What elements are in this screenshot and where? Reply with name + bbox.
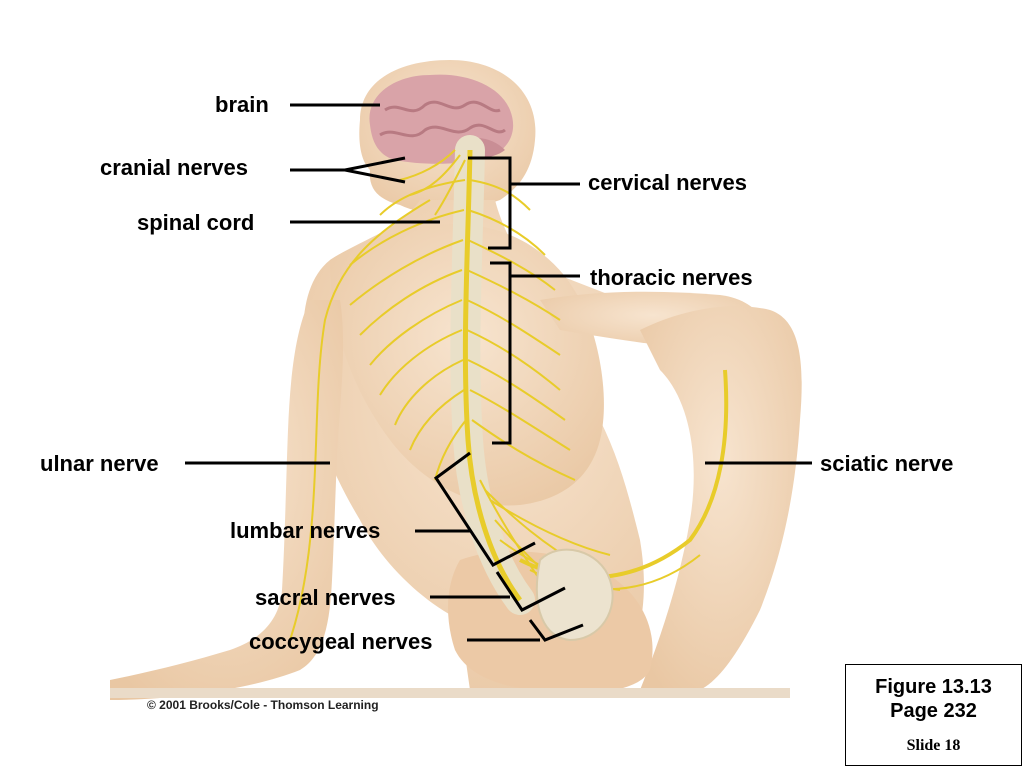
spinal-cord-illustration	[289, 135, 729, 642]
copyright-credit: © 2001 Brooks/Cole - Thomson Learning	[147, 698, 379, 712]
label-thoracic-nerves: thoracic nerves	[590, 265, 753, 290]
page-number: Page 232	[890, 700, 977, 722]
label-brain: brain	[215, 92, 269, 117]
label-coccygeal-nerves: coccygeal nerves	[249, 629, 433, 654]
slide-number: Slide 18	[906, 737, 961, 754]
label-spinal-cord: spinal cord	[137, 210, 255, 235]
label-sciatic-nerve: sciatic nerve	[820, 451, 954, 476]
leader-lines	[185, 103, 812, 642]
label-lumbar-nerves: lumbar nerves	[230, 518, 381, 543]
label-cervical-nerves: cervical nerves	[588, 170, 748, 195]
label-ulnar-nerve: ulnar nerve	[40, 451, 159, 476]
figure-number: Figure 13.13	[875, 676, 992, 698]
figure-reference-box: Figure 13.13 Page 232 Slide 18	[845, 664, 1022, 766]
label-cranial-nerves: cranial nerves	[100, 155, 248, 180]
label-sacral-nerves: sacral nerves	[255, 585, 396, 610]
